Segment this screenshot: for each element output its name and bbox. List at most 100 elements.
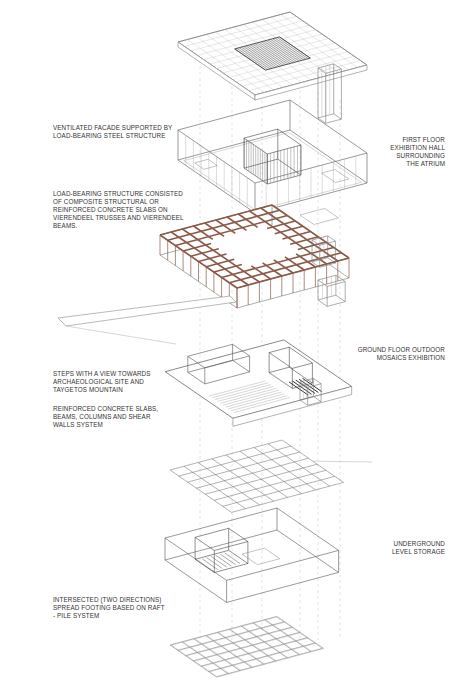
drawing-stroke: [338, 550, 339, 572]
atrium-mullion: [280, 150, 281, 180]
alignment-line: [340, 100, 341, 640]
drawing-stroke: [335, 275, 336, 295]
vierendeel-beam: [222, 247, 334, 277]
drawing-stroke: [179, 446, 291, 476]
vierendeel-beam: [199, 254, 227, 262]
drawing-stroke: [202, 638, 308, 667]
drawing-stroke: [216, 648, 322, 677]
atrium-mullion: [244, 138, 245, 168]
drawing-stroke: [193, 141, 194, 171]
step-line: [231, 396, 287, 411]
callout-label: STEPS WITH A VIEW TOWARDS ARCHAEOLOGICAL…: [53, 370, 153, 394]
vierendeel-post: [304, 270, 305, 290]
drawing-stroke: [226, 455, 288, 497]
vierendeel-beam: [191, 249, 219, 257]
callout-label: VENTILATED FACADE SUPPORTED BY LOAD-BEAR…: [53, 124, 183, 140]
drawing-stroke: [300, 382, 301, 400]
vierendeel-post: [337, 261, 338, 281]
drawing-stroke: [277, 177, 278, 207]
drawing-stroke: [187, 627, 293, 656]
atrium-mullion: [262, 151, 263, 181]
drawing-stroke: [244, 159, 301, 184]
room-outline: [242, 548, 280, 565]
vierendeel-post: [183, 251, 184, 271]
drawing-stroke: [277, 508, 278, 530]
drawing-stroke: [307, 387, 308, 405]
drawing-stroke: [187, 356, 188, 372]
drawing-stroke: [313, 378, 314, 396]
atrium-mullion: [251, 143, 252, 173]
stair-line: [216, 555, 231, 566]
drawing-stroke: [255, 183, 256, 213]
callout-label: GROUND FLOOR OUTDOOR MOSAICS EXHIBITION: [350, 346, 445, 362]
drawing-stroke: [201, 638, 307, 667]
drawing-stroke: [195, 550, 248, 572]
vierendeel-beam: [205, 223, 224, 236]
drawing-stroke: [188, 344, 250, 368]
drawing-stroke: [193, 632, 299, 661]
skylight-louver: [266, 41, 297, 62]
drawing-stroke: [249, 356, 250, 372]
vierendeel-post: [198, 262, 199, 282]
drawing-stroke: [292, 368, 293, 388]
drawing-stroke: [300, 396, 321, 405]
vierendeel-post: [315, 267, 316, 287]
vierendeel-beam: [183, 243, 211, 251]
vierendeel-post: [160, 235, 161, 255]
callout-label: FIRST FLOOR EXHIBITION HALL SURROUNDING …: [385, 136, 445, 168]
drawing-stroke: [66, 326, 176, 344]
drawing-stroke: [196, 458, 308, 488]
drawing-stroke: [231, 167, 232, 197]
vierendeel-post: [190, 256, 191, 276]
drawing-stroke: [165, 508, 339, 580]
callout-label: REINFORCED CONCRETE SLABS, BEAMS, COLUMN…: [53, 405, 165, 429]
skylight-louver: [273, 39, 304, 60]
drawing-stroke: [170, 617, 276, 646]
drawing-stroke: [208, 151, 209, 181]
atrium-mullion: [246, 140, 247, 170]
vierendeel-post: [167, 240, 168, 260]
drawing-stroke: [232, 344, 233, 360]
roof-slab: [178, 12, 367, 95]
drawing-stroke: [327, 236, 328, 258]
drawing-stroke: [269, 353, 270, 373]
drawing-stroke: [210, 643, 316, 672]
vierendeel-beam: [206, 259, 234, 267]
drawing-stroke: [228, 528, 229, 550]
drawing-stroke: [224, 162, 225, 192]
drawing-stroke: [303, 381, 304, 399]
drawing-stroke: [344, 159, 345, 189]
vierendeel-beam: [182, 229, 259, 282]
atrium-mullion: [270, 153, 271, 183]
room-outline: [195, 159, 218, 169]
drawing-stroke: [172, 617, 278, 646]
drawing-stroke: [341, 69, 342, 119]
vierendeel-post: [175, 246, 176, 266]
atrium-mullion: [294, 147, 295, 177]
atrium-mullion: [274, 152, 275, 182]
atrium-mullion: [267, 154, 268, 184]
drawing-stroke: [311, 168, 312, 198]
skylight-louver: [280, 37, 311, 58]
drawing-stroke: [204, 368, 205, 384]
drawing-stroke: [178, 130, 367, 213]
drawing-stroke: [355, 156, 356, 186]
drawing-stroke: [239, 172, 240, 202]
drawing-stroke: [209, 643, 315, 672]
drawing-stroke: [290, 100, 291, 130]
approach-ramp: [58, 296, 236, 326]
skylight-louver: [277, 38, 308, 59]
drawing-stroke: [322, 279, 323, 299]
drawing-stroke: [310, 379, 311, 397]
drawing-stroke: [178, 622, 284, 651]
drawing-stroke: [333, 64, 334, 114]
drawing-stroke: [318, 295, 345, 306]
vierendeel-beam: [238, 214, 257, 227]
vierendeel-beam: [214, 265, 242, 273]
atrium-mullion: [253, 144, 254, 174]
drawing-stroke: [299, 171, 300, 201]
callout-label: UNDERGROUND LEVEL STORAGE: [380, 540, 445, 556]
drawing-stroke: [216, 157, 217, 187]
vierendeel-beam: [250, 211, 327, 264]
vierendeel-beam: [175, 216, 287, 246]
